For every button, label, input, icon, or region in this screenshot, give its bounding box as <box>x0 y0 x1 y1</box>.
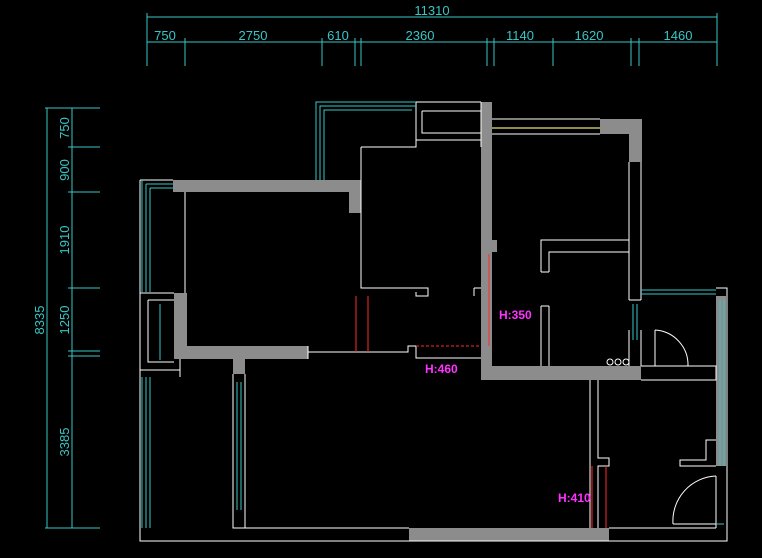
dim-top-6: 1460 <box>664 28 693 43</box>
dim-top-1: 2750 <box>239 28 268 43</box>
dim-top-3: 2360 <box>406 28 435 43</box>
height-label-3: H:410 <box>558 491 591 505</box>
dim-top-5: 1620 <box>575 28 604 43</box>
wall-outlines <box>139 101 728 542</box>
dim-left-1: 900 <box>57 159 72 181</box>
openings <box>355 254 607 528</box>
dim-left-4: 3385 <box>57 428 72 457</box>
dim-top-total: 11310 <box>414 3 449 18</box>
dim-left-total: 8335 <box>32 306 47 335</box>
dim-left-2: 1910 <box>57 226 72 255</box>
height-label-2: H:460 <box>425 362 458 376</box>
door-swings <box>654 329 717 525</box>
dim-left-3: 1250 <box>57 306 72 335</box>
dim-top-2: 610 <box>327 28 349 43</box>
dim-top-4: 1140 <box>506 28 534 43</box>
left-dimension-chain: 8335 750 900 1910 1250 3385 <box>32 107 100 529</box>
windows <box>141 101 725 528</box>
dim-top-0: 750 <box>154 28 176 43</box>
dim-left-0: 750 <box>57 117 72 139</box>
height-label-1: H:350 <box>499 308 532 322</box>
top-dimension-chain: 11310 750 2750 610 2360 1140 1620 1460 <box>146 3 718 66</box>
structural-walls <box>173 102 726 541</box>
